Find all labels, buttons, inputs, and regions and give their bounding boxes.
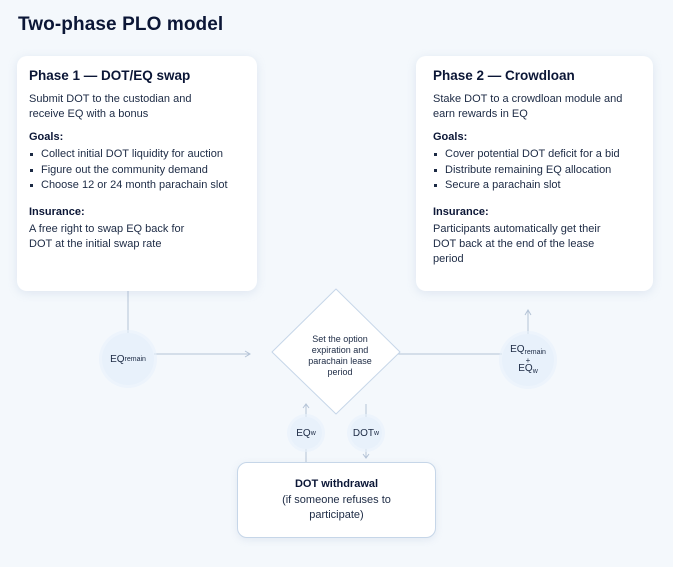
eq-w-main: EQ — [296, 427, 311, 439]
phase1-description: Submit DOT to the custodian and receive … — [29, 93, 192, 120]
phase1-goal-item: Collect initial DOT liquidity for auctio… — [29, 147, 245, 163]
phase2-heading: Phase 2 — Crowdloan — [433, 68, 575, 83]
phase1-goals-label: Goals: — [29, 131, 64, 143]
phase2-goal-item: Secure a parachain slot — [433, 178, 641, 194]
right-line2-main: EQ — [518, 362, 533, 374]
right-line1-main: EQ — [510, 343, 525, 355]
withdrawal-title: DOT withdrawal — [294, 478, 379, 490]
eq-remain-main: EQ — [110, 353, 125, 365]
phase2-goals-label: Goals: — [433, 131, 468, 143]
phase2-insurance-text: Participants automatically get their DOT… — [433, 222, 601, 265]
eq-remain-sub: remain — [124, 355, 146, 363]
phase2-insurance-label: Insurance: — [433, 205, 489, 218]
right-line2-sub: w — [532, 367, 538, 375]
right-plus: + — [525, 355, 531, 365]
phase2-description: Stake DOT to a crowdloan module and earn… — [433, 93, 623, 120]
phase1-card: Phase 1 — DOT/EQ swap Submit DOT to the … — [17, 56, 257, 291]
dot-withdrawal-card: DOT withdrawal (if someone refuses to pa… — [237, 462, 436, 538]
diagram-title: Two-phase PLO model — [18, 14, 224, 35]
phase1-heading: Phase 1 — DOT/EQ swap — [29, 68, 191, 83]
decision-label: Set the option expiration and parachain … — [308, 334, 372, 377]
phase2-goal-item: Distribute remaining EQ allocation — [433, 163, 641, 179]
arrowhead-dotw-down — [362, 453, 370, 459]
phase1-insurance-text: A free right to swap EQ back for DOT at … — [29, 222, 185, 250]
dot-w-main: DOT — [352, 427, 375, 439]
phase1-goal-item: Figure out the community demand — [29, 163, 245, 179]
decision-diamond — [271, 288, 401, 415]
phase1-insurance-label: Insurance: — [29, 205, 85, 218]
withdrawal-subtitle: (if someone refuses to participate) — [282, 494, 391, 521]
phase2-goal-item: Cover potential DOT deficit for a bid — [433, 147, 641, 163]
right-line1-sub: remain — [524, 348, 546, 356]
phase1-goal-item: Choose 12 or 24 month parachain slot — [29, 178, 245, 194]
arrowhead-remain-to-decision — [244, 350, 251, 358]
right-line1: EQremain — [510, 343, 546, 357]
arrowhead-to-phase2 — [524, 309, 532, 316]
right-line2: EQw — [518, 362, 538, 376]
eq-w-sub: w — [310, 429, 316, 437]
eq-remain-plus-eqw-node: EQremain + EQw — [502, 334, 554, 386]
phase2-goals-list: Cover potential DOT deficit for a bid Di… — [433, 147, 641, 194]
phase1-goals-list: Collect initial DOT liquidity for auctio… — [29, 147, 245, 194]
arrowhead-eqw-up — [302, 403, 310, 409]
phase2-card: Phase 2 — Crowdloan Stake DOT to a crowd… — [416, 56, 653, 291]
dot-w-sub: w — [374, 429, 380, 437]
